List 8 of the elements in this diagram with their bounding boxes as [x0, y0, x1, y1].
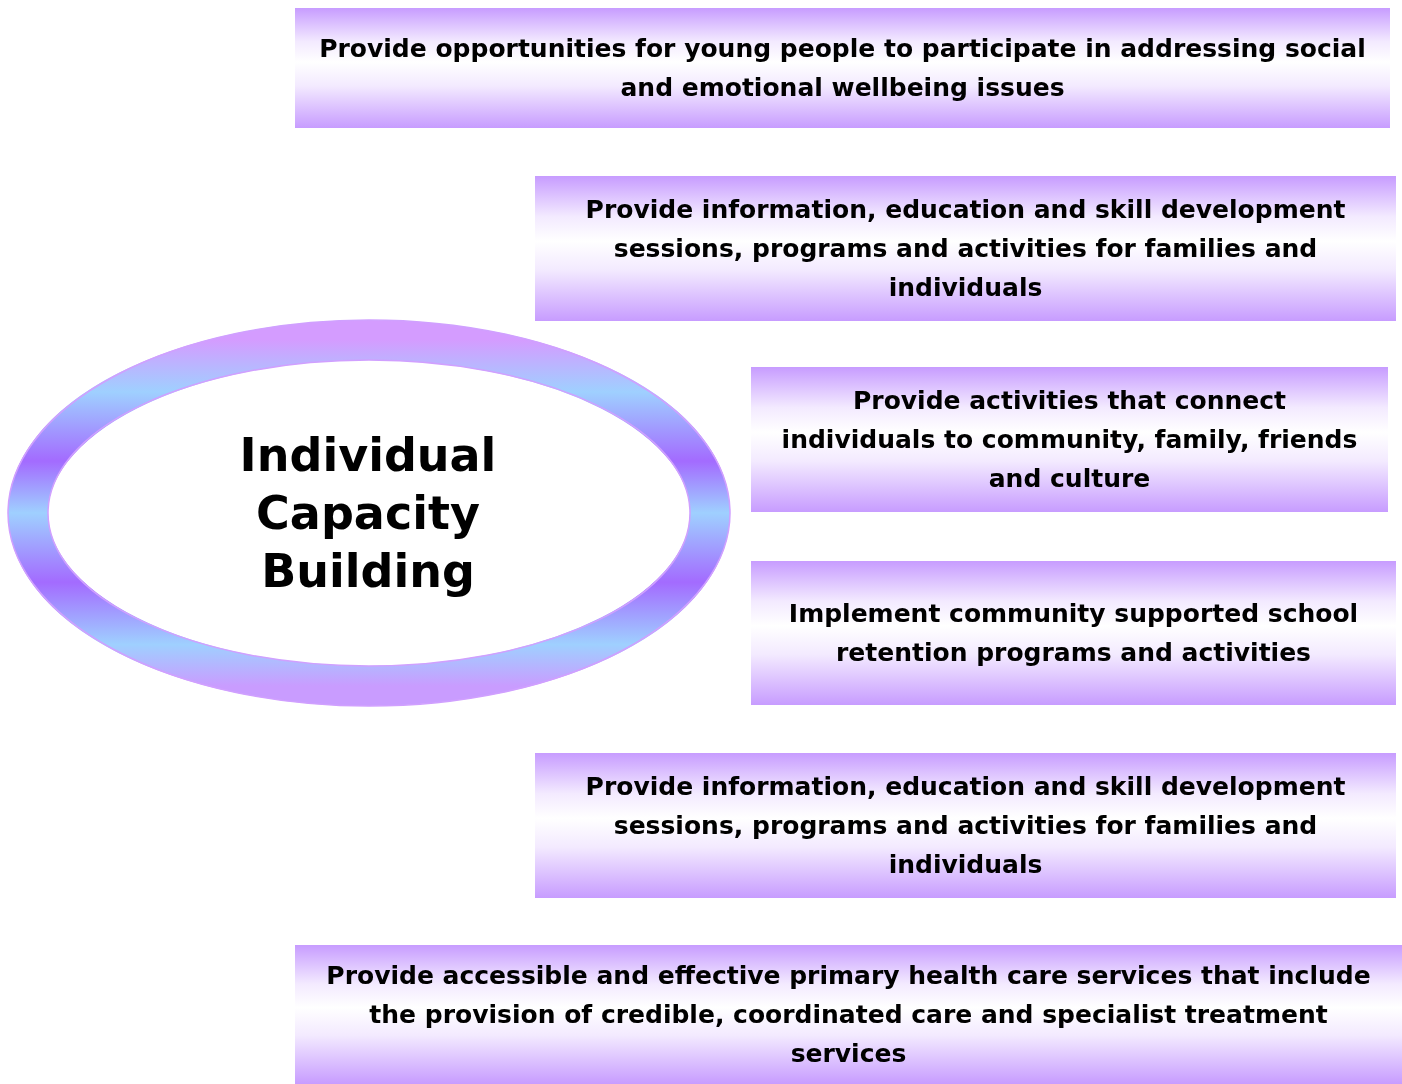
statement-box: Provide information, education and skill development sessions, programs and activities for families and individuals [535, 176, 1396, 321]
statement-box: Provide opportunities for young people to participate in addressing social and emotional wellbeing issues [295, 8, 1390, 128]
statement-box: Provide information, education and skill development sessions, programs and activities for families and individuals [535, 753, 1396, 898]
center-label: Individual Capacity Building [238, 427, 498, 600]
statement-box: Provide accessible and effective primary health care services that include the provision of credible, coordinated care and specialist treatment services [295, 945, 1402, 1084]
statement-box: Implement community supported school retention programs and activities [751, 561, 1396, 705]
statement-box: Provide activities that connect individuals to community, family, friends and culture [751, 367, 1388, 512]
ring-ellipse [6, 318, 732, 708]
